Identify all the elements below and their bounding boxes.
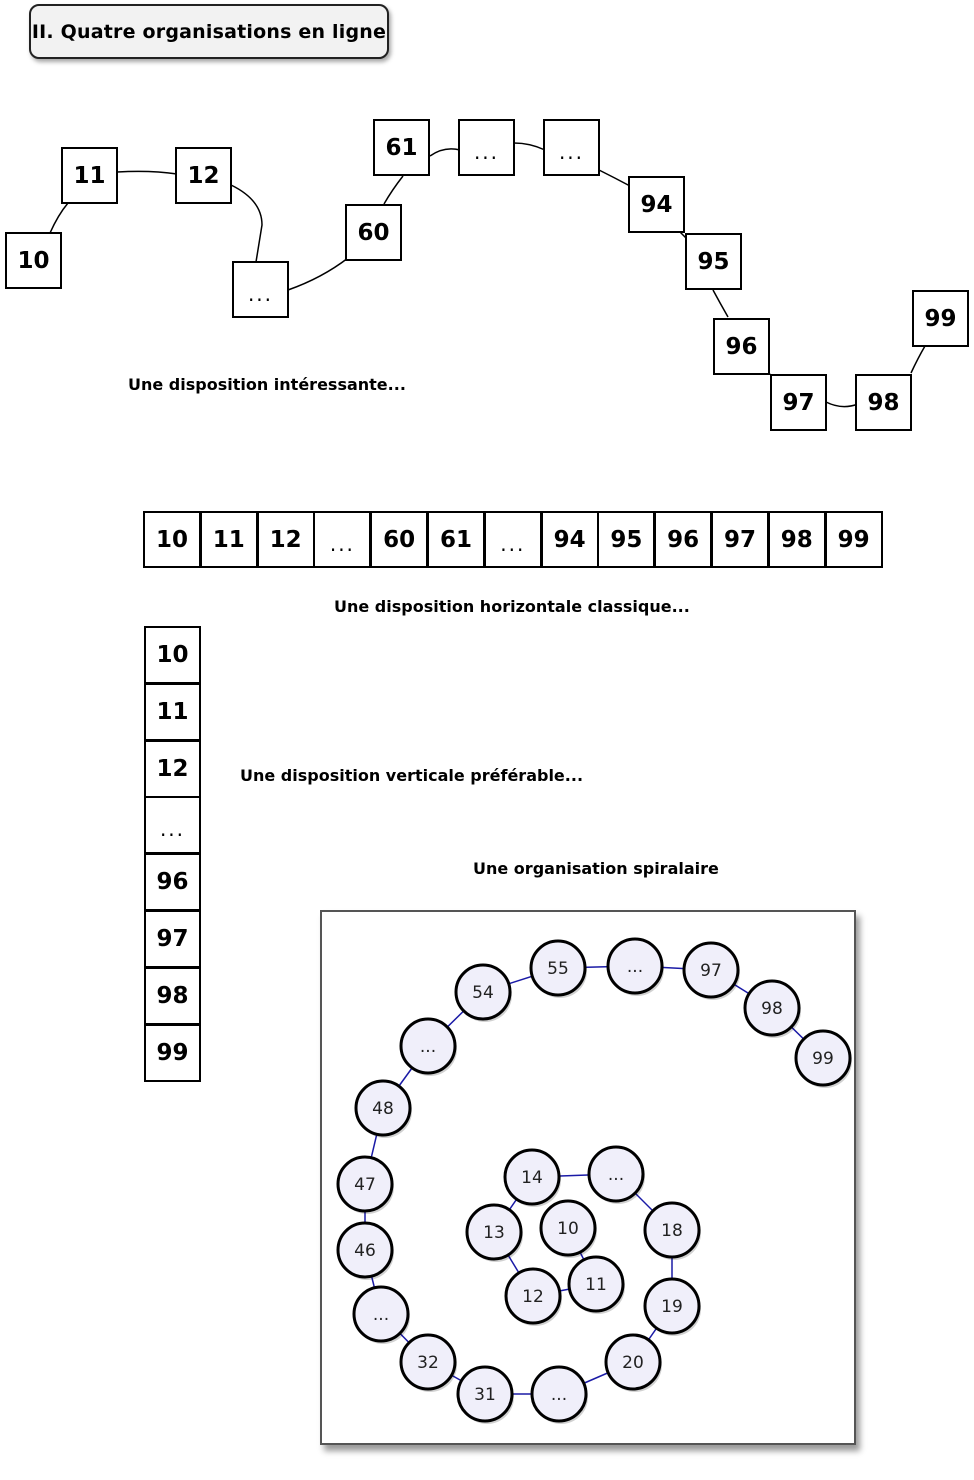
vertical-cell: 96 (144, 853, 201, 912)
spiral-node: 46 (336, 1221, 394, 1280)
horizontal-cell: 10 (143, 511, 201, 568)
spiral-node: ... (587, 1145, 645, 1204)
spiral-node: 19 (643, 1277, 701, 1336)
spiral-node: 11 (567, 1255, 625, 1314)
horizontal-cell: 98 (767, 511, 826, 568)
spiral-node: 48 (354, 1079, 412, 1138)
spiral-node-label: 20 (622, 1353, 644, 1373)
spiral-node: 10 (539, 1199, 597, 1258)
caption-horizontal: Une disposition horizontale classique... (334, 597, 690, 616)
horizontal-cell: 61 (427, 511, 485, 568)
spiral-node: 32 (399, 1333, 457, 1392)
zigzag-cell: ... (543, 119, 600, 176)
spiral-node: 98 (743, 979, 801, 1038)
spiral-node: 97 (682, 941, 740, 1000)
spiral-node-label: ... (627, 957, 643, 977)
zigzag-cell: 96 (713, 318, 770, 375)
spiral-node-label: 12 (522, 1287, 544, 1307)
spiral-node: 54 (454, 963, 512, 1022)
spiral-node: 12 (504, 1267, 562, 1326)
spiral-node-label: 14 (521, 1168, 543, 1188)
vertical-cell: ... (144, 796, 201, 855)
vertical-cell: 98 (144, 966, 201, 1025)
spiral-node-label: ... (373, 1305, 389, 1325)
spiral-node-label: 13 (483, 1223, 505, 1243)
spiral-node: ... (606, 937, 664, 996)
zigzag-cell: 12 (175, 147, 232, 204)
section-title: II. Quatre organisations en ligne (29, 4, 389, 59)
spiral-node-label: 18 (661, 1221, 683, 1241)
zigzag-cell: 99 (912, 290, 969, 347)
spiral-node: 18 (643, 1201, 701, 1260)
spiral-node: 99 (794, 1029, 852, 1088)
spiral-node: 14 (503, 1148, 561, 1207)
spiral-node-label: 19 (661, 1297, 683, 1317)
zigzag-cell: ... (458, 119, 515, 176)
spiral-node-label: 10 (557, 1219, 579, 1239)
vertical-cell: 99 (144, 1023, 201, 1082)
horizontal-cell: 94 (540, 511, 599, 568)
spiral-node: ... (352, 1285, 410, 1344)
zigzag-cell: 97 (770, 374, 827, 431)
spiral-node-label: 32 (417, 1353, 439, 1373)
spiral-node-label: ... (608, 1165, 624, 1185)
vertical-cell: 12 (144, 739, 201, 798)
horizontal-cell: ... (483, 511, 542, 568)
vertical-cell: 11 (144, 682, 201, 741)
spiral-node-label: 97 (700, 961, 722, 981)
caption-spiral: Une organisation spiralaire (473, 859, 719, 878)
horizontal-cell: 12 (256, 511, 315, 568)
vertical-cell: 97 (144, 910, 201, 968)
horizontal-cell: 97 (711, 511, 769, 568)
spiral-node-label: 31 (474, 1385, 496, 1405)
caption-vertical: Une disposition verticale préférable... (240, 766, 584, 785)
spiral-node-label: 48 (372, 1099, 394, 1119)
spiral-node-label: 11 (585, 1275, 607, 1295)
vertical-cell: 10 (144, 626, 201, 684)
horizontal-cell: 95 (597, 511, 656, 568)
spiral-node-label: 47 (354, 1175, 376, 1195)
spiral-node-label: 98 (761, 999, 783, 1019)
spiral-diagram: 10 11 12 13 14... 18 19 20... 31 32... 46 47 48... 54… (336, 937, 852, 1424)
spiral-node-label: ... (420, 1037, 436, 1057)
spiral-node: ... (530, 1365, 588, 1424)
spiral-node: 20 (604, 1333, 662, 1392)
zigzag-cell: 60 (345, 204, 402, 261)
horizontal-cell: 99 (824, 511, 883, 568)
zigzag-cell: 11 (61, 147, 118, 204)
horizontal-cell: ... (313, 511, 372, 568)
zigzag-cell: 95 (685, 233, 742, 290)
spiral-node: 47 (336, 1155, 394, 1214)
spiral-node: ... (399, 1017, 457, 1076)
zigzag-cell: 61 (373, 119, 430, 176)
spiral-node-label: 99 (812, 1049, 834, 1069)
spiral-node-label: 55 (547, 959, 569, 979)
horizontal-cell: 60 (370, 511, 429, 568)
spiral-node-label: ... (551, 1385, 567, 1405)
spiral-node-label: 54 (472, 983, 494, 1003)
horizontal-cell: 96 (654, 511, 713, 568)
zigzag-cell: ... (232, 261, 289, 318)
horizontal-cell: 11 (199, 511, 258, 568)
spiral-node: 31 (456, 1365, 514, 1424)
spiral-node: 55 (529, 939, 587, 998)
spiral-panel: 10 11 12 13 14... 18 19 20... 31 32... 46 47 48... 54… (320, 910, 856, 1445)
caption-interesting: Une disposition intéressante... (128, 375, 406, 394)
zigzag-cell: 10 (5, 232, 62, 289)
spiral-node-label: 46 (354, 1241, 376, 1261)
zigzag-cell: 94 (628, 176, 685, 233)
spiral-node: 13 (465, 1203, 523, 1262)
zigzag-cell: 98 (855, 374, 912, 431)
